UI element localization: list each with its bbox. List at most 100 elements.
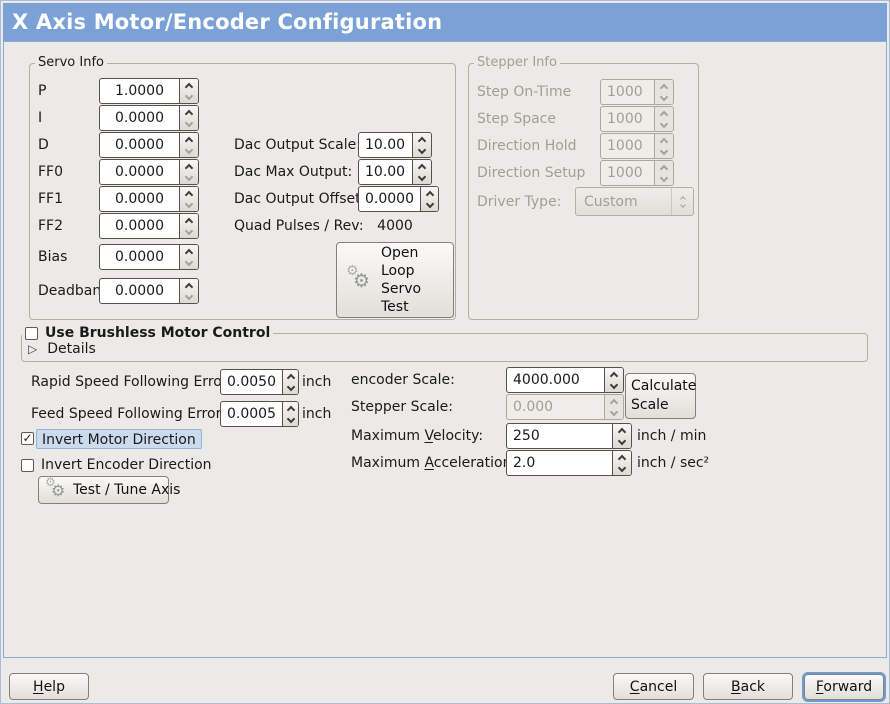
stepper-scale-spinner (604, 395, 623, 419)
encoder-scale-value: 4000.000 (513, 372, 580, 388)
feed-error-value: 0.0005 (227, 406, 276, 422)
stepper-scale-input: 0.000 (506, 394, 624, 420)
test-tune-axis-label: Test / Tune Axis (73, 482, 181, 498)
max-acceleration-unit: inch / sec² (637, 455, 710, 471)
ff2-label: FF2 (38, 218, 64, 234)
gears-icon: ⚙⚙ (346, 263, 371, 292)
ff0-spinner[interactable] (179, 160, 198, 184)
dac-max-output-spinner[interactable] (412, 160, 431, 184)
i-label: I (38, 110, 43, 126)
step-on-time-value: 1000 (607, 84, 643, 100)
i-input[interactable]: 0.0000 (99, 105, 199, 131)
rapid-error-spinner[interactable] (282, 370, 298, 394)
driver-type-select: Custom (575, 187, 694, 216)
use-brushless-checkbox[interactable] (25, 326, 38, 340)
d-spinner[interactable] (179, 133, 198, 157)
brushless-frame: Use Brushless Motor Control ▷ Details (21, 325, 868, 362)
max-velocity-spinner[interactable] (612, 424, 631, 448)
feed-error-spinner[interactable] (282, 402, 298, 426)
max-velocity-input[interactable]: 250 (506, 423, 632, 449)
step-space-label: Step Space (477, 111, 556, 127)
invert-motor-label[interactable]: Invert Motor Direction (36, 429, 202, 449)
max-acceleration-value: 2.0 (513, 455, 536, 471)
dac-output-offset-input[interactable]: 0.0000 (358, 186, 439, 212)
test-tune-axis-button[interactable]: ⚙⚙ Test / Tune Axis (38, 475, 180, 504)
ff1-label: FF1 (38, 191, 64, 207)
gears-icon: ⚙⚙ (45, 475, 66, 500)
i-value: 0.0000 (115, 110, 164, 126)
ff0-input[interactable]: 0.0000 (99, 159, 199, 185)
bias-label: Bias (38, 249, 68, 265)
combo-arrows-icon (671, 188, 693, 215)
action-bar: Help Cancel Back Forward (1, 658, 889, 703)
step-on-time-spinner (654, 80, 673, 104)
feed-error-unit: inch (302, 406, 332, 422)
forward-button[interactable]: Forward (804, 674, 884, 700)
brushless-frame-header: Use Brushless Motor Control (22, 325, 274, 341)
deadband-input[interactable]: 0.0000 (99, 278, 199, 304)
ff1-input[interactable]: 0.0000 (99, 186, 199, 212)
details-label: Details (47, 341, 96, 357)
dac-output-scale-spinner[interactable] (412, 133, 431, 157)
feed-error-input[interactable]: 0.0005 (220, 401, 299, 427)
cancel-button[interactable]: Cancel (613, 673, 694, 700)
dac-max-output-input[interactable]: 10.00 (358, 159, 432, 185)
check-icon: ✓ (22, 431, 33, 445)
deadband-spinner[interactable] (179, 279, 198, 303)
direction-setup-spinner (654, 161, 673, 185)
direction-hold-input: 1000 (600, 133, 674, 159)
ff0-value: 0.0000 (115, 164, 164, 180)
encoder-scale-label: encoder Scale: (351, 372, 455, 388)
dac-output-offset-spinner[interactable] (420, 187, 438, 211)
calculate-scale-button[interactable]: Calculate Scale (625, 373, 696, 419)
open-loop-servo-test-label: Open Loop Servo Test (381, 245, 422, 315)
back-button[interactable]: Back (703, 673, 793, 700)
servo-info-frame: Servo Info P 1.0000 I 0.0000 D 0.0000 FF… (29, 55, 456, 320)
encoder-scale-spinner[interactable] (604, 368, 623, 392)
dac-output-scale-value: 10.00 (365, 137, 406, 153)
dac-output-scale-input[interactable]: 10.00 (358, 132, 432, 158)
ff2-value: 0.0000 (115, 218, 164, 234)
ff1-spinner[interactable] (179, 187, 198, 211)
page-title: X Axis Motor/Encoder Configuration (3, 3, 887, 41)
ff2-spinner[interactable] (179, 214, 198, 238)
encoder-scale-input[interactable]: 4000.000 (506, 367, 624, 393)
quad-pulses-label: Quad Pulses / Rev: (234, 218, 364, 234)
bias-value: 0.0000 (115, 249, 164, 265)
d-input[interactable]: 0.0000 (99, 132, 199, 158)
p-value: 1.0000 (115, 83, 164, 99)
direction-hold-label: Direction Hold (477, 138, 577, 154)
ff1-value: 0.0000 (115, 191, 164, 207)
bias-input[interactable]: 0.0000 (99, 244, 199, 270)
step-space-value: 1000 (607, 111, 643, 127)
max-acceleration-input[interactable]: 2.0 (506, 450, 632, 476)
invert-motor-checkbox[interactable]: ✓ (21, 432, 34, 445)
d-label: D (38, 137, 49, 153)
dac-output-offset-value: 0.0000 (365, 191, 414, 207)
i-spinner[interactable] (179, 106, 198, 130)
open-loop-servo-test-button[interactable]: ⚙⚙ Open Loop Servo Test (336, 242, 454, 318)
step-space-input: 1000 (600, 106, 674, 132)
step-space-spinner (654, 107, 673, 131)
rapid-error-input[interactable]: 0.0050 (220, 369, 299, 395)
ff2-input[interactable]: 0.0000 (99, 213, 199, 239)
stepper-scale-label: Stepper Scale: (351, 399, 453, 415)
max-acceleration-spinner[interactable] (612, 451, 631, 475)
feed-error-label: Feed Speed Following Error: (31, 406, 226, 422)
max-velocity-value: 250 (513, 428, 540, 444)
max-velocity-label: Maximum Velocity: (351, 428, 484, 444)
p-spinner[interactable] (179, 79, 198, 103)
invert-encoder-checkbox[interactable] (21, 459, 34, 472)
servo-info-frame-label: Servo Info (35, 55, 107, 70)
p-input[interactable]: 1.0000 (99, 78, 199, 104)
stepper-info-frame: Stepper Info Step On-Time 1000 Step Spac… (468, 55, 699, 320)
bias-spinner[interactable] (179, 245, 198, 269)
driver-type-label: Driver Type: (477, 194, 562, 210)
calculate-scale-label: Calculate Scale (631, 378, 697, 413)
details-expander[interactable]: ▷ Details (28, 341, 96, 357)
help-button[interactable]: Help (9, 673, 89, 700)
invert-encoder-label[interactable]: Invert Encoder Direction (41, 457, 212, 473)
direction-setup-label: Direction Setup (477, 165, 586, 181)
quad-pulses-value: 4000 (377, 218, 413, 234)
